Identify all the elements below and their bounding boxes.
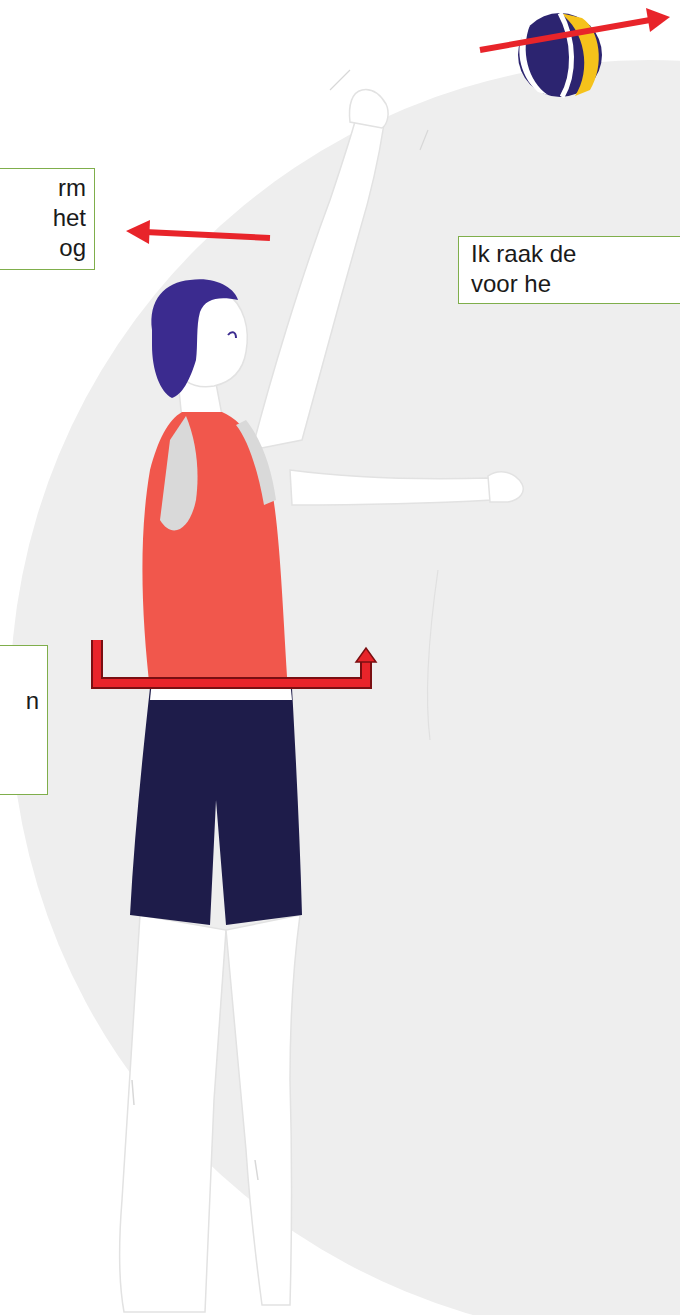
raised-arm xyxy=(252,118,384,450)
callout-text: n xyxy=(9,686,39,716)
shirt xyxy=(142,412,288,690)
callout-box: n xyxy=(0,645,48,795)
motion-line xyxy=(428,570,438,740)
callout-box: rm het og xyxy=(0,168,95,270)
callout-text: rm het og xyxy=(46,173,86,263)
raised-hand xyxy=(350,90,389,128)
motion-lines xyxy=(330,70,428,150)
arm-direction-arrow xyxy=(126,220,270,244)
eye xyxy=(228,332,236,338)
callout-text: Ik raak de voor he xyxy=(471,239,611,299)
left-leg xyxy=(120,915,226,1312)
hair xyxy=(151,279,238,398)
ball-direction-arrow xyxy=(480,8,670,50)
knee-lines xyxy=(132,1080,258,1180)
forward-hand xyxy=(488,472,523,502)
background-disc xyxy=(10,60,680,1315)
volleyball xyxy=(518,13,602,97)
callout-box: Ik raak de voor he xyxy=(458,236,680,304)
armhole xyxy=(160,416,198,530)
hip-rotation-arrow xyxy=(97,640,376,683)
shorts xyxy=(130,688,302,925)
forward-arm xyxy=(290,470,492,505)
armhole-right xyxy=(236,420,276,505)
right-leg xyxy=(226,915,300,1305)
